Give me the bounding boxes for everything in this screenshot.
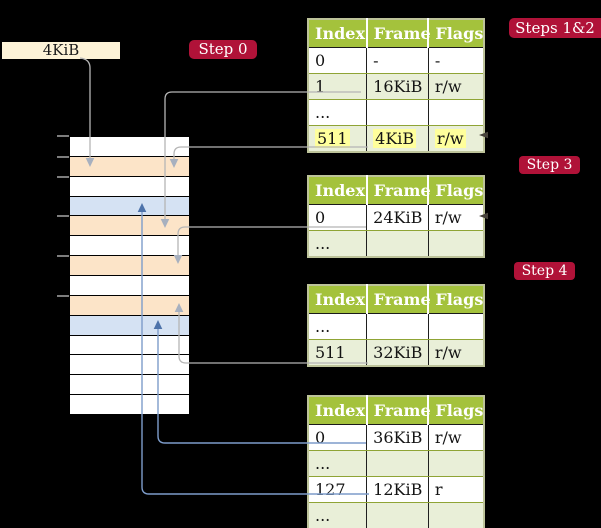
- table-row: ...: [308, 230, 484, 257]
- badge-step-3: Step 3: [519, 156, 580, 174]
- memory-tick: [57, 295, 69, 297]
- cell-flags: [428, 313, 484, 340]
- memory-row-14: [70, 395, 189, 415]
- page-table-bottom: Index Frame Flags 0 36KiB r/w ... 127 12…: [307, 395, 485, 528]
- table-header-row: Index Frame Flags: [308, 396, 484, 425]
- cell-index: 511: [308, 125, 368, 152]
- column-header-frame: Frame: [366, 176, 431, 205]
- table-row: ...: [308, 313, 484, 340]
- memory-row-13: [70, 375, 189, 396]
- badge-step-0: Step 0: [189, 40, 257, 59]
- page-table-step-3: Index Frame Flags 0 24KiB r/w ...: [307, 175, 485, 258]
- table-row: ...: [308, 450, 484, 477]
- physical-memory-column: [69, 136, 190, 415]
- memory-row-7: [70, 256, 189, 277]
- memory-tick: [57, 156, 69, 158]
- cell-index: 127: [308, 476, 368, 503]
- table-row: 0 36KiB r/w: [308, 424, 484, 451]
- cell-index: 0: [308, 424, 368, 451]
- highlighted-value: 4KiB: [373, 129, 417, 148]
- memory-row-1: [70, 137, 189, 157]
- cell-flags: r/w: [428, 204, 484, 231]
- cell-index: ...: [308, 313, 368, 340]
- cell-frame: 36KiB: [366, 424, 429, 451]
- table-row: ...: [308, 502, 484, 528]
- highlighted-value: 511: [315, 129, 350, 148]
- frame-size-box: 4KiB: [2, 42, 120, 59]
- cell-frame: [366, 99, 429, 126]
- memory-row-2: [70, 156, 189, 177]
- table-header-row: Index Frame Flags: [308, 176, 484, 205]
- table-row-highlighted: 511 4KiB r/w: [308, 125, 484, 152]
- column-header-flags: Flags: [428, 176, 484, 205]
- memory-row-6: [70, 236, 189, 257]
- cell-index: ...: [308, 99, 368, 126]
- memory-row-3: [70, 176, 189, 197]
- cell-frame: 32KiB: [366, 339, 429, 366]
- highlighted-value: r/w: [434, 129, 466, 148]
- column-header-index: Index: [308, 396, 368, 425]
- table-header-row: Index Frame Flags: [308, 285, 484, 314]
- cell-index: 1: [308, 73, 368, 100]
- cell-flags: -: [428, 47, 484, 74]
- cell-frame: [366, 313, 429, 340]
- cell-index: ...: [308, 230, 368, 257]
- cell-frame: [366, 502, 429, 528]
- table-row: ...: [308, 99, 484, 126]
- cell-flags: r/w: [428, 424, 484, 451]
- column-header-index: Index: [308, 19, 368, 48]
- cell-flags: [428, 99, 484, 126]
- cell-frame: 16KiB: [366, 73, 429, 100]
- cell-index: 0: [308, 204, 368, 231]
- column-header-frame: Frame: [366, 19, 431, 48]
- memory-tick: [57, 215, 69, 217]
- badge-step-4: Step 4: [514, 262, 575, 280]
- column-header-frame: Frame: [366, 285, 431, 314]
- memory-tick: [57, 255, 69, 257]
- memory-row-12: [70, 355, 189, 376]
- cell-flags: r: [428, 476, 484, 503]
- memory-row-11: [70, 335, 189, 356]
- cell-frame: [366, 450, 429, 477]
- cell-flags: r/w: [428, 125, 484, 152]
- page-table-steps-1-2: Index Frame Flags 0 - - 1 16KiB r/w ... …: [307, 18, 485, 153]
- column-header-frame: Frame: [366, 396, 431, 425]
- cell-frame: 12KiB: [366, 476, 429, 503]
- cell-flags: [428, 230, 484, 257]
- badge-steps-1-2: Steps 1&2: [509, 18, 601, 38]
- cell-index: 511: [308, 339, 368, 366]
- frame-size-label: 4KiB: [42, 41, 80, 59]
- memory-tick: [57, 176, 69, 178]
- table-row: 511 32KiB r/w: [308, 339, 484, 366]
- table-row: 0 - -: [308, 47, 484, 74]
- cell-flags: r/w: [428, 73, 484, 100]
- memory-tick: [57, 135, 69, 137]
- table-row: 0 24KiB r/w: [308, 204, 484, 231]
- cell-frame: [366, 230, 429, 257]
- cell-frame: 24KiB: [366, 204, 429, 231]
- cell-flags: [428, 502, 484, 528]
- cell-frame: -: [366, 47, 429, 74]
- column-header-flags: Flags: [428, 19, 484, 48]
- table-row: 1 16KiB r/w: [308, 73, 484, 100]
- memory-row-5: [70, 216, 189, 237]
- memory-row-10: [70, 315, 189, 336]
- memory-row-8: [70, 276, 189, 296]
- memory-row-9: [70, 295, 189, 316]
- cell-frame: 4KiB: [366, 125, 429, 152]
- column-header-index: Index: [308, 285, 368, 314]
- column-header-flags: Flags: [428, 285, 484, 314]
- cell-flags: r/w: [428, 339, 484, 366]
- page-table-step-4: Index Frame Flags ... 511 32KiB r/w: [307, 284, 485, 367]
- memory-row-4: [70, 196, 189, 217]
- cell-index: ...: [308, 502, 368, 528]
- column-header-index: Index: [308, 176, 368, 205]
- table-row: 127 12KiB r: [308, 476, 484, 503]
- cell-flags: [428, 450, 484, 477]
- column-header-flags: Flags: [428, 396, 484, 425]
- cell-index: ...: [308, 450, 368, 477]
- cell-index: 0: [308, 47, 368, 74]
- table-header-row: Index Frame Flags: [308, 19, 484, 48]
